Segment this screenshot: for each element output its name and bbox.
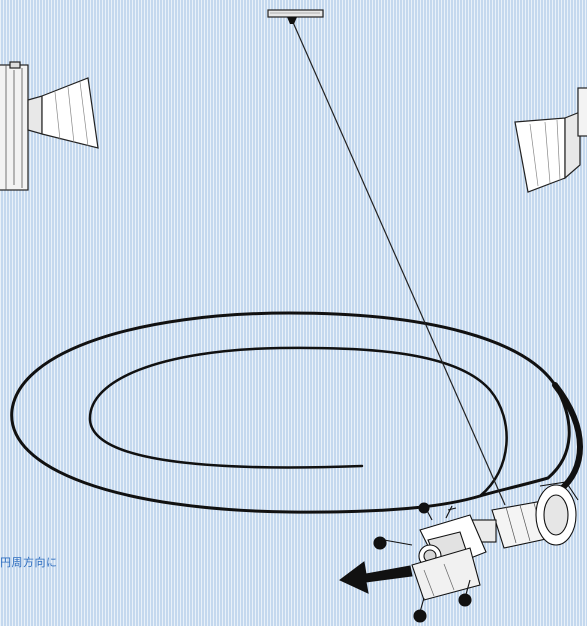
arrow-left-icon xyxy=(340,562,412,593)
rocket-nozzle-icon xyxy=(0,62,98,190)
tether-line-icon xyxy=(292,20,505,505)
rocket-nozzle-icon xyxy=(515,88,587,192)
caption-text: 円周方向に xyxy=(0,556,58,570)
anchor-plate-icon xyxy=(268,10,323,24)
lunar-module-icon xyxy=(374,482,578,622)
